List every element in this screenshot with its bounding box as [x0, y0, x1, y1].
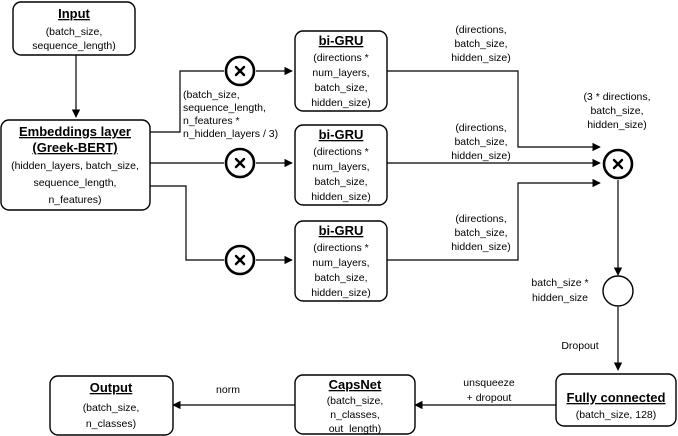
gru-out-label-3: (directions, batch_size, hidden_size) [451, 213, 511, 253]
bigru-shape-line: num_layers, [312, 161, 369, 173]
concat-label-line: (3 * directions, [583, 91, 650, 103]
gru-out-label-line: batch_size, [454, 38, 507, 50]
gru-out-label-2: (directions, batch_size, hidden_size) [451, 122, 511, 162]
capsnet-shape-line: out_length) [329, 423, 382, 435]
edge-bigru1-concat [387, 70, 601, 152]
gru-out-label-line: (directions, [455, 122, 506, 134]
input-box: Input (batch_size, sequence_length) [12, 1, 136, 56]
flatten-label-line: batch_size * [531, 277, 588, 289]
concat-op-icon [602, 148, 634, 180]
gru-out-label-line: (directions, [455, 213, 506, 225]
concat-label-line: hidden_size) [587, 119, 647, 131]
input-shape-line: (batch_size, [46, 26, 103, 38]
bigru-shape-line: batch_size, [314, 82, 367, 94]
dropout-label: Dropout [561, 340, 598, 352]
multiply-op-icon [224, 147, 256, 179]
flatten-label: batch_size * hidden_size [531, 277, 588, 304]
gru-out-label-line: batch_size, [454, 227, 507, 239]
embeddings-subtitle: (Greek-BERT) [32, 140, 117, 155]
bigru-shape-line: (directions * [313, 52, 368, 64]
bigru-title: bi-GRU [319, 33, 364, 48]
concat-label-line: batch_size, [590, 105, 643, 117]
gru-out-label-1: (directions, batch_size, hidden_size) [451, 24, 511, 64]
concat-label: (3 * directions, batch_size, hidden_size… [583, 91, 650, 131]
input-shape-line: sequence_length) [32, 40, 115, 52]
bigru-shape-line: num_layers, [312, 67, 369, 79]
gru-out-label-line: hidden_size) [451, 241, 511, 253]
output-title: Output [90, 380, 133, 395]
gru-out-label-line: hidden_size) [451, 150, 511, 162]
bigru-shape-line: (directions * [313, 242, 368, 254]
output-shape-line: n_classes) [86, 418, 136, 430]
unsqueeze-label: unsqueeze + dropout [463, 377, 515, 404]
split-label-line: sequence_length, [183, 102, 266, 114]
bigru-title: bi-GRU [319, 223, 364, 238]
embeddings-title: Embeddings layer [19, 124, 131, 139]
fully-connected-box: Fully connected (batch_size, 128) [555, 373, 677, 427]
bigru-shape-line: hidden_size) [311, 191, 371, 203]
capsnet-shape-line: n_classes, [330, 409, 380, 421]
fully-connected-shape-line: (batch_size, 128) [576, 409, 657, 421]
input-title: Input [58, 6, 90, 21]
embeddings-box: Embeddings layer (Greek-BERT) (hidden_la… [0, 119, 151, 211]
connectors [71, 55, 623, 410]
bigru-shape-line: batch_size, [314, 176, 367, 188]
unsqueeze-label-line: unsqueeze [463, 377, 515, 389]
bigru-box-1: bi-GRU (directions * num_layers, batch_s… [294, 30, 388, 112]
unsqueeze-label-line: + dropout [467, 392, 512, 404]
capsnet-box: CapsNet (batch_size, n_classes, out_leng… [294, 374, 416, 435]
bigru-box-2: bi-GRU (directions * num_layers, batch_s… [294, 124, 388, 206]
edge-embeddings-op3 [150, 185, 224, 261]
multiply-op-icon [224, 55, 256, 87]
edge-embeddings-op1 [150, 70, 224, 133]
bigru-shape-line: num_layers, [312, 257, 369, 269]
capsnet-shape-line: (batch_size, [327, 395, 384, 407]
fully-connected-title: Fully connected [567, 390, 666, 405]
flatten-node-icon [602, 275, 634, 307]
bigru-box-3: bi-GRU (directions * num_layers, batch_s… [294, 220, 388, 302]
split-label: (batch_size, sequence_length, n_features… [183, 89, 278, 140]
edge-bigru3-concat [387, 178, 601, 261]
split-label-line: (batch_size, [183, 89, 240, 101]
gru-out-label-line: (directions, [455, 24, 506, 36]
capsnet-title: CapsNet [329, 377, 382, 392]
bigru-shape-line: batch_size, [314, 272, 367, 284]
multiply-op-icon [224, 244, 256, 276]
embeddings-shape-line: (hidden_layers, batch_size, [11, 160, 139, 172]
gru-out-label-line: batch_size, [454, 136, 507, 148]
bigru-shape-line: hidden_size) [311, 97, 371, 109]
gru-out-label-line: hidden_size) [451, 52, 511, 64]
flatten-label-line: hidden_size [532, 292, 588, 304]
output-box: Output (batch_size, n_classes) [49, 375, 174, 436]
split-label-line: n_features * [183, 115, 240, 127]
bigru-shape-line: (directions * [313, 146, 368, 158]
embeddings-shape-line: sequence_length, [34, 177, 117, 189]
split-label-line: n_hidden_layers / 3) [183, 128, 278, 140]
bigru-title: bi-GRU [319, 127, 364, 142]
output-shape-line: (batch_size, [83, 402, 140, 414]
norm-label: norm [216, 384, 240, 396]
bigru-shape-line: hidden_size) [311, 287, 371, 299]
embeddings-shape-line: n_features) [48, 194, 101, 206]
